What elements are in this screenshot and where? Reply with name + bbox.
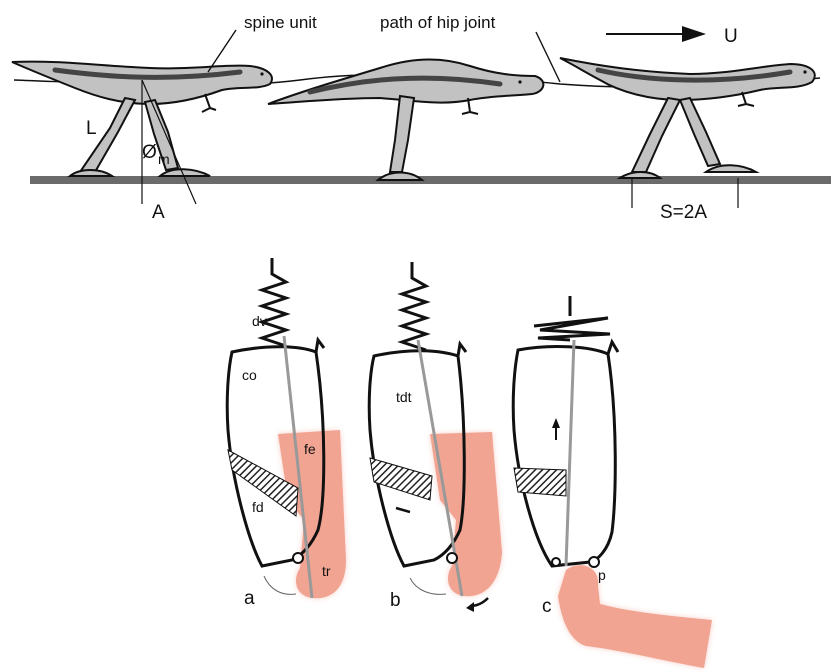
label-leg-length-l: L <box>86 118 97 139</box>
label-fe: fe <box>304 441 316 457</box>
label-tdt: tdt <box>396 389 412 405</box>
bottom-panel: dv co fe fd tr a tdt b <box>227 258 712 668</box>
hip-diagram-b: tdt b <box>369 262 502 612</box>
top-panel: spine unit path of hip joint U L Ø m A S… <box>12 13 831 223</box>
muscle-arrow-b <box>396 508 410 512</box>
ground <box>30 176 831 184</box>
spring-b <box>402 262 426 350</box>
body-outline-c <box>513 347 615 566</box>
label-p: p <box>598 567 606 583</box>
creature-right <box>560 58 815 178</box>
hip-joint-b <box>447 553 457 563</box>
joint-left-c <box>552 558 560 566</box>
hip-diagram-a: dv co fe fd tr a <box>227 258 346 609</box>
label-c: c <box>542 596 552 617</box>
label-spine-unit: spine unit <box>244 13 317 32</box>
femur-b <box>430 432 502 596</box>
label-co: co <box>242 367 257 383</box>
spring-c-compressed <box>534 318 610 340</box>
label-tr: tr <box>322 563 331 579</box>
spring-a <box>262 258 286 346</box>
hip-joint-a <box>293 553 303 563</box>
hip-diagram-c: p c <box>513 296 712 668</box>
creature-middle <box>268 59 543 180</box>
label-a: a <box>244 588 255 609</box>
velocity-arrowhead <box>682 26 706 42</box>
label-fd: fd <box>252 499 264 515</box>
hip-path-leader <box>536 32 560 82</box>
label-velocity-u: U <box>724 26 738 47</box>
label-angle-subscript-m: m <box>158 151 170 167</box>
label-amplitude-a: A <box>152 202 165 223</box>
tendon-c <box>566 340 574 566</box>
label-stride-s: S=2A <box>660 202 707 223</box>
label-path-of-hip-joint: path of hip joint <box>380 13 496 32</box>
hip-joint-c <box>589 557 599 567</box>
label-dv: dv <box>252 313 267 329</box>
femur-c <box>558 565 712 668</box>
label-b: b <box>390 590 401 611</box>
label-angle-phi: Ø <box>142 142 157 163</box>
muscle-band-c <box>514 468 566 496</box>
